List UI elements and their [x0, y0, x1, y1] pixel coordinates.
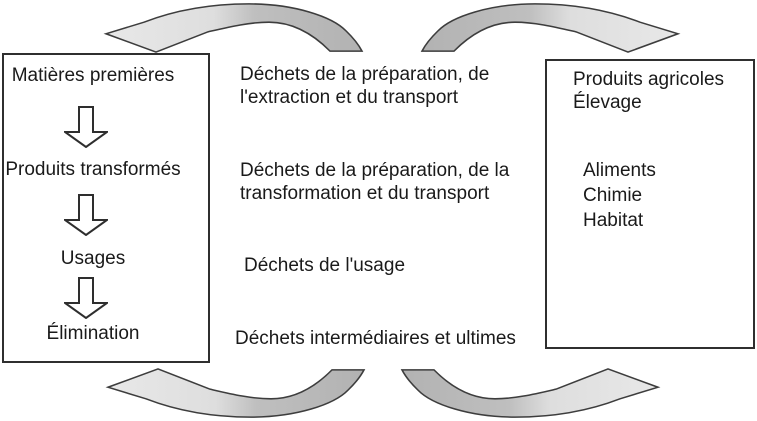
product-label-produits-agricoles: Produits agricoles [573, 69, 725, 90]
products-box: Produits agricoles Élevage Aliments Chim… [545, 59, 755, 349]
products-primary-group: Produits agricoles Élevage [573, 68, 724, 114]
down-block-arrow-icon [64, 277, 108, 319]
curved-arrow-to-right-box-icon [421, 3, 679, 53]
stage-label-matieres-premieres: Matières premières [11, 65, 175, 86]
product-label-chimie: Chimie [583, 185, 643, 206]
lifecycle-stages-box: Matières premières Produits transformés … [2, 53, 210, 363]
stage-label-produits-transformes: Produits transformés [5, 159, 181, 180]
down-block-arrow-icon [64, 106, 108, 148]
curved-arrow-to-right-box-icon [401, 368, 659, 418]
product-label-elevage: Élevage [573, 92, 642, 113]
waste-label-intermediaires-ultimes: Déchets intermédiaires et ultimes [235, 328, 516, 349]
waste-label-transformation: Déchets de la préparation, de la transfo… [240, 160, 510, 204]
products-secondary-group: Aliments Chimie Habitat [583, 158, 656, 233]
product-label-habitat: Habitat [583, 210, 644, 231]
product-label-aliments: Aliments [583, 160, 656, 181]
curved-arrow-to-left-box-icon [107, 368, 365, 418]
stage-label-elimination: Élimination [46, 323, 140, 344]
down-block-arrow-icon [64, 194, 108, 236]
curved-arrow-to-left-box-icon [105, 3, 363, 53]
waste-label-usage: Déchets de l'usage [244, 255, 406, 276]
stage-label-usages: Usages [60, 248, 126, 269]
waste-label-extraction: Déchets de la préparation, de l'extracti… [240, 64, 490, 108]
